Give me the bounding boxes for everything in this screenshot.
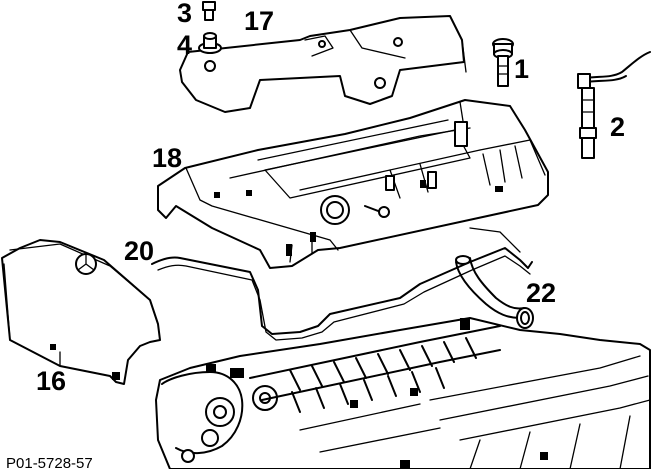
callout-17: 17	[244, 6, 274, 36]
spark-plug-connector	[577, 51, 651, 159]
screw	[202, 1, 216, 21]
callout-1: 1	[514, 54, 529, 84]
top-cover-plate	[179, 15, 467, 113]
callout-16: 16	[36, 366, 66, 396]
callout-22: 22	[526, 278, 556, 308]
callout-2: 2	[610, 112, 625, 142]
grommet	[198, 32, 222, 54]
callout-18: 18	[152, 143, 182, 173]
callout-4: 4	[177, 30, 192, 60]
bolt	[492, 38, 514, 87]
engine-block-assembly	[155, 317, 651, 469]
figure-code: P01-5728-57	[6, 455, 93, 469]
callout-20: 20	[124, 236, 154, 266]
front-cover	[1, 239, 161, 385]
cylinder-head-cover	[157, 99, 549, 269]
hose	[455, 255, 534, 329]
callout-3: 3	[177, 0, 192, 28]
